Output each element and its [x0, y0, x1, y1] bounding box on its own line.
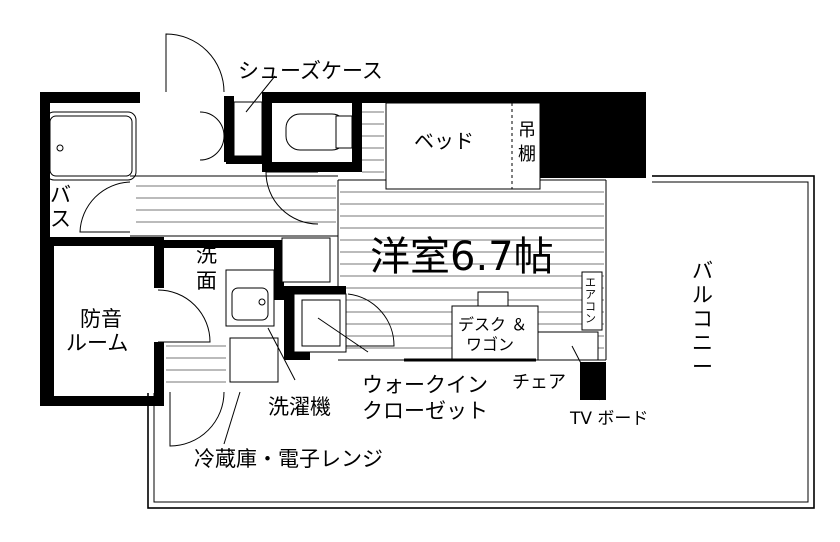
washroom-label-2: 面: [196, 269, 217, 293]
aircon-label-3: コ: [585, 300, 596, 313]
aircon-label-1: エ: [585, 276, 596, 289]
chair-label: チェア: [512, 372, 566, 393]
soundproof-label-1: 防音: [80, 307, 122, 331]
shoe-case-label: シューズケース: [238, 59, 383, 83]
doors: [79, 33, 395, 447]
aircon-label-4: ン: [585, 312, 596, 325]
soundproof-label-2: ルーム: [66, 331, 128, 355]
walk-in-closet-label-2: クローゼット: [362, 399, 488, 423]
leader-lines: [223, 75, 601, 445]
bed-label: ベッド: [414, 129, 474, 153]
desk-label-1: デスク ＆: [458, 315, 527, 334]
walk-in-closet-label-1: ウォークイン: [362, 373, 488, 397]
balcony-label-2: ル: [692, 283, 713, 307]
desk-label-2: ワゴン: [466, 335, 514, 354]
tv-board-label: TV ボード: [569, 409, 648, 429]
closet-label-2: 棚: [518, 144, 536, 165]
walls: [40, 92, 646, 406]
floor-hatching: [136, 111, 604, 383]
fridge-microwave-label: 冷蔵庫・電子レンジ: [194, 447, 383, 471]
washing-machine-label: 洗濯機: [268, 395, 331, 419]
balcony-label-3: コ: [692, 307, 713, 331]
bath-label-2: ス: [50, 207, 71, 231]
aircon-label-2: ア: [585, 288, 596, 301]
room-title: 洋室6.7帖: [370, 234, 554, 280]
bath-label-1: バ: [50, 183, 71, 207]
interior-lines: [45, 101, 607, 383]
washroom-label-1: 洗: [196, 243, 217, 267]
closet-label-1: 吊: [518, 120, 536, 141]
balcony-label-4: ニ: [692, 331, 713, 355]
balcony-label-1: バ: [692, 259, 713, 283]
balcony-label-5: ー: [692, 355, 713, 379]
